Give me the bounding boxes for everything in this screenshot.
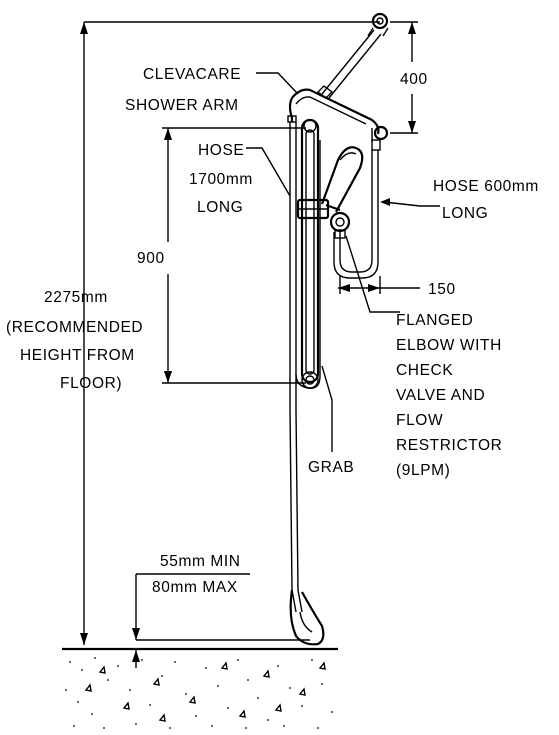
elbow-label-7: (9LPM) xyxy=(396,462,450,479)
gap-dimension xyxy=(132,573,310,668)
hand-shower xyxy=(296,146,364,220)
labels: CLEVACARE SHOWER ARM 400 HOSE 1700mm LON… xyxy=(6,66,539,596)
clevacare-label-2: SHOWER ARM xyxy=(125,97,239,114)
elbow-label-6: RESTRICTOR xyxy=(396,437,502,454)
hose600-label-1: HOSE 600mm xyxy=(433,178,539,195)
hose-1700 xyxy=(289,122,321,613)
elbow-label-1: FLANGED xyxy=(396,312,473,329)
height-label-2: (RECOMMENDED xyxy=(6,319,143,336)
dim-400-label: 400 xyxy=(400,71,428,88)
dim-900-lines xyxy=(162,127,306,384)
hose600-label-2: LONG xyxy=(442,205,488,222)
height-label-1: 2275mm xyxy=(44,289,108,306)
gap-label-1: 55mm MIN xyxy=(160,553,241,570)
dim-150-lines xyxy=(338,276,420,294)
elbow-label-3: CHECK xyxy=(396,362,453,379)
hose1700-label-2: 1700mm xyxy=(189,171,253,188)
grab-label: GRAB xyxy=(308,459,354,476)
hose1700-label-1: HOSE xyxy=(198,142,244,159)
gap-label-2: 80mm MAX xyxy=(152,579,238,596)
dim-400-lines xyxy=(390,21,418,134)
elbow-label-2: ELBOW WITH xyxy=(396,337,502,354)
leader-lines xyxy=(246,72,440,452)
floor xyxy=(62,647,338,729)
dim-900-label: 900 xyxy=(137,250,165,267)
height-dimension xyxy=(80,21,380,645)
elbow-label-4: VALVE AND xyxy=(396,387,485,404)
height-label-4: FLOOR) xyxy=(60,375,122,392)
clevacare-label-1: CLEVACARE xyxy=(143,66,241,83)
elbow-label-5: FLOW xyxy=(396,412,443,429)
hose1700-label-3: LONG xyxy=(197,199,243,216)
floor-speckle xyxy=(65,657,333,729)
grab-rail xyxy=(300,118,320,389)
hose-600 xyxy=(329,150,379,279)
dim-150-label: 150 xyxy=(428,281,456,298)
height-label-3: HEIGHT FROM xyxy=(20,347,135,364)
lower-shower xyxy=(289,589,325,646)
